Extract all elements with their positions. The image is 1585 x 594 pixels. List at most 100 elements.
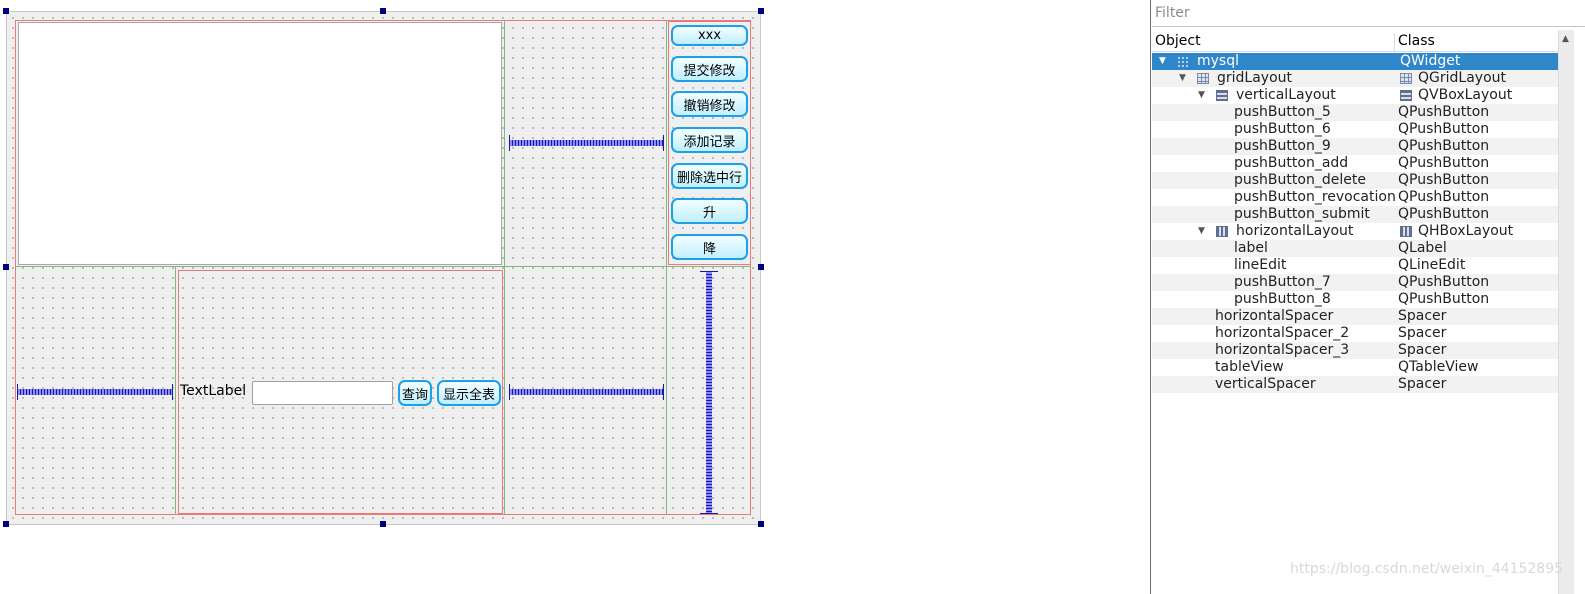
class-name: QLabel (1398, 240, 1447, 256)
class-name: QPushButton (1398, 189, 1490, 205)
resize-handle-right[interactable] (758, 264, 764, 270)
hbox-layout-class-icon (1400, 226, 1412, 237)
resize-handle-left[interactable] (3, 264, 9, 270)
text-label: TextLabel (180, 383, 247, 399)
horizontal-spacer-left[interactable] (17, 384, 173, 400)
vbox-layout-icon (1216, 90, 1228, 101)
revoke-changes-label: 撤销修改 (683, 98, 736, 114)
tree-row[interactable]: horizontalSpacer Spacer (1152, 308, 1558, 325)
tree-row[interactable]: tableView QTableView (1152, 359, 1558, 376)
query-button[interactable]: 查询 (398, 380, 432, 406)
submit-changes-button[interactable]: 提交修改 (671, 56, 748, 82)
ascending-label: 升 (702, 205, 716, 221)
resize-handle-top-right[interactable] (758, 8, 764, 14)
table-view[interactable] (18, 22, 502, 265)
expand-arrow-icon[interactable]: ▼ (1198, 90, 1205, 100)
class-name: Spacer (1398, 308, 1447, 324)
object-tree: ▼ mysql QWidget ▼ gridLayout QGridLayout… (1152, 53, 1558, 393)
object-name: horizontalSpacer_3 (1215, 342, 1350, 358)
show-all-table-label: 显示全表 (442, 387, 495, 403)
class-name: Spacer (1398, 376, 1447, 392)
tree-scrollbar[interactable]: ▲ (1558, 30, 1574, 594)
horizontal-spacer-right[interactable] (509, 384, 664, 400)
tree-row[interactable]: verticalSpacer Spacer (1152, 376, 1558, 393)
push-button-xxx[interactable]: xxx (671, 25, 748, 46)
object-name: verticalLayout (1236, 87, 1336, 103)
object-name: pushButton_submit (1234, 206, 1370, 222)
grid-layout-class-icon (1400, 73, 1412, 84)
tree-row[interactable]: pushButton_9 QPushButton (1152, 138, 1558, 155)
expand-arrow-icon[interactable]: ▼ (1179, 73, 1186, 83)
class-name: QHBoxLayout (1418, 223, 1514, 239)
object-name: pushButton_revocation (1234, 189, 1396, 205)
tree-row-horizontallayout[interactable]: ▼ horizontalLayout QHBoxLayout (1152, 223, 1558, 240)
object-name: label (1234, 240, 1268, 256)
tree-row[interactable]: pushButton_5 QPushButton (1152, 104, 1558, 121)
resize-handle-bottom-right[interactable] (758, 521, 764, 527)
class-name: QWidget (1400, 53, 1461, 69)
tree-row-mysql[interactable]: ▼ mysql QWidget (1152, 53, 1558, 70)
object-name: gridLayout (1217, 70, 1293, 86)
vertical-spacer[interactable] (700, 271, 718, 514)
resize-handle-top-left[interactable] (3, 8, 9, 14)
filter-input[interactable]: Filter (1152, 0, 1585, 27)
widget-icon (1177, 56, 1189, 67)
column-header-object[interactable]: Object (1152, 33, 1395, 51)
tree-row-gridlayout[interactable]: ▼ gridLayout QGridLayout (1152, 70, 1558, 87)
horizontal-spacer-top[interactable] (509, 135, 664, 151)
class-name: QTableView (1398, 359, 1479, 375)
scroll-up-arrow-icon[interactable]: ▲ (1562, 34, 1569, 44)
grid-layout-frame (15, 20, 751, 515)
object-name: pushButton_8 (1234, 291, 1331, 307)
class-name: QPushButton (1398, 104, 1490, 120)
object-name: tableView (1215, 359, 1284, 375)
tree-row[interactable]: label QLabel (1152, 240, 1558, 257)
descending-button[interactable]: 降 (671, 234, 748, 260)
resize-handle-bottom-left[interactable] (3, 521, 9, 527)
line-edit[interactable] (252, 381, 393, 405)
class-name: QPushButton (1398, 138, 1490, 154)
expand-arrow-icon[interactable]: ▼ (1198, 226, 1205, 236)
class-name: QVBoxLayout (1418, 87, 1513, 103)
column-header-class[interactable]: Class (1398, 33, 1435, 49)
object-name: lineEdit (1234, 257, 1287, 273)
grid-col-divider-2 (504, 20, 505, 515)
vbox-layout-class-icon (1400, 90, 1412, 101)
object-name: pushButton_5 (1234, 104, 1331, 120)
tree-row[interactable]: horizontalSpacer_3 Spacer (1152, 342, 1558, 359)
object-name: horizontalSpacer_2 (1215, 325, 1350, 341)
grid-row-divider (15, 266, 751, 267)
delete-selected-row-button[interactable]: 删除选中行 (671, 163, 748, 189)
add-record-label: 添加记录 (683, 134, 736, 150)
ascending-button[interactable]: 升 (671, 198, 748, 224)
delete-selected-row-label: 删除选中行 (676, 170, 742, 186)
resize-handle-bottom[interactable] (380, 521, 386, 527)
vertical-layout-frame (668, 21, 751, 265)
object-inspector: Filter Object Class ▲ ▼ mysql QWidget ▼ … (1150, 0, 1585, 594)
designer-canvas: xxx 提交修改 撤销修改 添加记录 删除选中行 升 降 TextLabel 查… (3, 8, 764, 527)
resize-handle-top[interactable] (380, 8, 386, 14)
tree-row-verticallayout[interactable]: ▼ verticalLayout QVBoxLayout (1152, 87, 1558, 104)
object-name: horizontalSpacer (1215, 308, 1334, 324)
class-name: QPushButton (1398, 155, 1490, 171)
expand-arrow-icon[interactable]: ▼ (1159, 56, 1166, 66)
object-name: pushButton_delete (1234, 172, 1366, 188)
object-name: pushButton_9 (1234, 138, 1331, 154)
add-record-button[interactable]: 添加记录 (671, 127, 748, 153)
object-name: verticalSpacer (1215, 376, 1316, 392)
query-label: 查询 (402, 387, 429, 403)
revoke-changes-button[interactable]: 撤销修改 (671, 91, 748, 117)
class-name: Spacer (1398, 342, 1447, 358)
submit-changes-label: 提交修改 (683, 63, 736, 79)
show-all-table-button[interactable]: 显示全表 (437, 380, 501, 406)
object-name: horizontalLayout (1236, 223, 1354, 239)
